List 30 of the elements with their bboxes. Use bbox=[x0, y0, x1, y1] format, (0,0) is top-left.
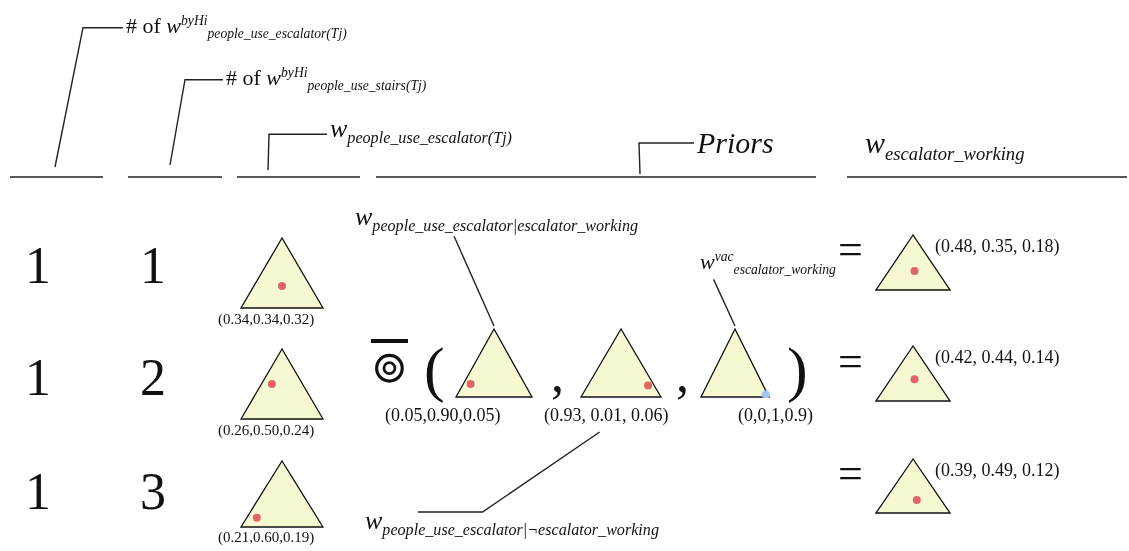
leader-line bbox=[54, 27, 124, 168]
coordinate-caption: (0.42, 0.44, 0.14) bbox=[935, 348, 1060, 366]
leader-line bbox=[453, 235, 495, 327]
row-number: 1 bbox=[25, 466, 51, 518]
coordinate-caption: (0.21,0.60,0.19) bbox=[218, 530, 315, 545]
coordinate-caption: (0.93, 0.01, 0.06) bbox=[544, 406, 669, 424]
equals-sign: = bbox=[838, 340, 863, 384]
coordinate-caption: (0.05,0.90,0.05) bbox=[385, 406, 501, 424]
leader-line bbox=[712, 278, 736, 327]
equals-sign: = bbox=[838, 452, 863, 496]
leader-line bbox=[267, 133, 328, 171]
operator-symbol: ⊚ bbox=[371, 346, 408, 390]
row-number: 1 bbox=[25, 240, 51, 292]
math-label: w$_{escalator_working}$ bbox=[865, 128, 1025, 164]
row-number: 3 bbox=[140, 466, 166, 518]
coordinate-caption: (0.39, 0.49, 0.12) bbox=[935, 461, 1060, 479]
row-number: 2 bbox=[140, 352, 166, 404]
coordinate-caption: (0.26,0.50,0.24) bbox=[218, 423, 315, 438]
row-number: 1 bbox=[25, 352, 51, 404]
coordinate-caption: (0.48, 0.35, 0.18) bbox=[935, 237, 1060, 255]
coordinate-caption: (0.34,0.34,0.32) bbox=[218, 312, 315, 327]
comma: , bbox=[551, 348, 564, 400]
coordinate-caption: (0,0,1,0.9) bbox=[738, 406, 813, 424]
math-label: Priors bbox=[697, 126, 774, 159]
leader-line bbox=[169, 79, 224, 166]
equals-sign: = bbox=[838, 228, 863, 272]
comma: , bbox=[676, 348, 689, 400]
row-number: 1 bbox=[140, 240, 166, 292]
leader-line bbox=[638, 142, 695, 175]
leader-line bbox=[417, 431, 601, 513]
